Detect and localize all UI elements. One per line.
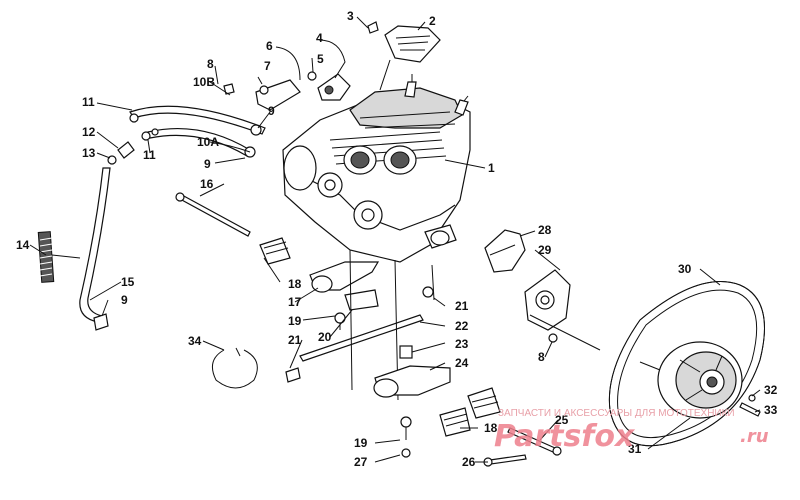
callout-labels: 3 2 4 5 6 7 8 10B 11 9 12 10A 13 11 9 1 … — [16, 9, 778, 469]
tension-spring — [37, 231, 55, 283]
callout-22: 22 — [455, 319, 469, 333]
callout-10a: 10A — [197, 135, 219, 149]
front-engine-mount — [259, 237, 380, 330]
engine-assembly — [282, 74, 471, 263]
rear-engine-mount — [373, 345, 501, 437]
callout-16: 16 — [200, 177, 214, 191]
callout-11-bottom: 11 — [143, 148, 156, 162]
callout-28: 28 — [538, 223, 552, 237]
callout-15: 15 — [121, 275, 135, 289]
lower-bolts — [400, 416, 562, 467]
callout-8-bottom: 8 — [538, 350, 545, 364]
callout-1: 1 — [488, 161, 495, 175]
callout-19-top: 19 — [288, 314, 302, 328]
callout-26: 26 — [462, 455, 476, 469]
callout-6: 6 — [266, 39, 273, 53]
callout-34: 34 — [188, 334, 202, 348]
callout-10b: 10B — [193, 75, 215, 89]
watermark-domain: .ru — [740, 426, 769, 447]
mount-bolt-long — [175, 192, 251, 237]
callout-7: 7 — [264, 59, 271, 73]
watermark-brand: Partsfox — [494, 419, 636, 454]
callout-18-bottom: 18 — [484, 421, 498, 435]
callout-24: 24 — [455, 356, 469, 370]
callout-33: 33 — [764, 403, 778, 417]
callout-17: 17 — [288, 295, 302, 309]
callout-5: 5 — [317, 52, 324, 66]
callout-30: 30 — [678, 262, 692, 276]
callout-2: 2 — [429, 14, 436, 28]
callout-12: 12 — [82, 125, 96, 139]
engine-cover-handle — [367, 21, 441, 91]
coolant-hoses — [107, 105, 266, 165]
partsfox-watermark: ЗАПЧАСТИ И АКСЕССУАРЫ ДЛЯ МОТОТЕХНИКИ Pa… — [494, 408, 769, 454]
callout-13: 13 — [82, 146, 96, 160]
callout-25: 25 — [555, 413, 569, 427]
drive-clutch — [529, 314, 743, 419]
hose-clamp — [211, 347, 258, 389]
callout-18-top: 18 — [288, 277, 302, 291]
leader-lines — [29, 16, 761, 463]
callout-4: 4 — [316, 31, 323, 45]
callout-31: 31 — [628, 442, 642, 456]
callout-9-bottom: 9 — [121, 293, 128, 307]
upper-mount-brackets — [223, 71, 351, 111]
exhaust-bracket-plate — [484, 229, 571, 343]
callout-27: 27 — [354, 455, 368, 469]
callout-23: 23 — [455, 337, 469, 351]
callout-3: 3 — [347, 9, 354, 23]
callout-20: 20 — [318, 330, 332, 344]
callout-9-mid: 9 — [204, 157, 211, 171]
callout-29: 29 — [538, 243, 552, 257]
callout-32: 32 — [764, 383, 778, 397]
clutch-bolt — [739, 394, 761, 417]
callout-21-left: 21 — [288, 333, 302, 347]
watermark-caption: ЗАПЧАСТИ И АКСЕССУАРЫ ДЛЯ МОТОТЕХНИКИ — [498, 408, 735, 419]
callout-21-right: 21 — [455, 299, 469, 313]
callout-9-top: 9 — [268, 104, 275, 118]
callout-19-bottom: 19 — [354, 436, 368, 450]
drain-hose — [79, 167, 111, 331]
callout-8-top: 8 — [207, 57, 214, 71]
torque-rod — [285, 249, 435, 401]
callout-14: 14 — [16, 238, 30, 252]
callout-11-top: 11 — [82, 95, 95, 109]
